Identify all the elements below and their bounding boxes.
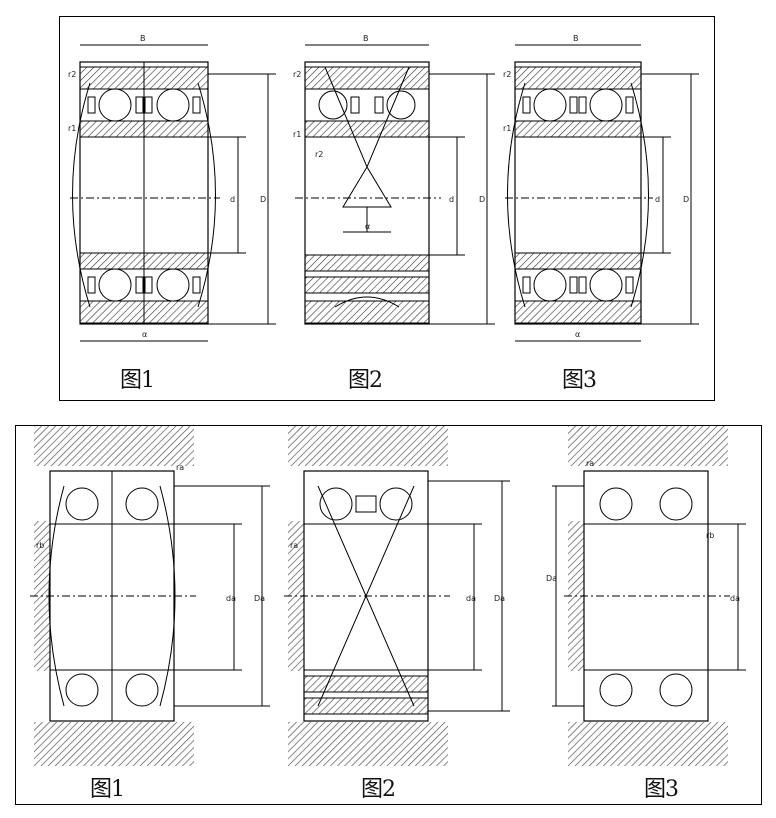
svg-text:ra: ra xyxy=(290,541,298,550)
svg-text:ra: ra xyxy=(586,459,594,468)
top-fig3-bearing: B r2 r1 α D d xyxy=(503,34,699,342)
bottom-fig3-mounting: ra rb Da da xyxy=(546,426,746,766)
svg-text:α: α xyxy=(575,330,580,339)
svg-text:r2: r2 xyxy=(68,70,76,79)
top-fig1-bearing: B r2 r1 α D d xyxy=(68,34,276,342)
svg-text:r2: r2 xyxy=(293,70,301,79)
svg-text:D: D xyxy=(479,195,485,204)
svg-text:Da: Da xyxy=(254,594,265,603)
bottom-fig1-mounting: ra rb da Da xyxy=(30,426,270,766)
svg-text:α: α xyxy=(142,330,147,339)
svg-text:r1: r1 xyxy=(68,124,76,133)
svg-text:da: da xyxy=(466,594,476,603)
bottom-fig2-mounting: ra da Da xyxy=(284,426,510,766)
svg-text:Da: Da xyxy=(494,594,505,603)
svg-text:B: B xyxy=(363,34,369,43)
top-drawing-panel: B r2 r1 α D d xyxy=(59,16,715,401)
bottom-fig3-caption: 图3 xyxy=(644,777,679,802)
top-fig2-bearing: B r2 r1 r2 α D d xyxy=(293,34,495,325)
svg-text:Da: Da xyxy=(546,574,557,583)
svg-text:D: D xyxy=(260,195,266,204)
svg-text:r2: r2 xyxy=(315,150,323,159)
top-fig3-caption: 图3 xyxy=(562,368,597,393)
svg-text:d: d xyxy=(655,195,660,204)
bottom-fig2-caption: 图2 xyxy=(361,777,396,802)
bottom-mounting-drawings: ra rb da Da ra xyxy=(30,426,746,766)
top-fig2-caption: 图2 xyxy=(348,368,383,393)
bottom-drawing-panel: ra rb da Da ra xyxy=(15,425,762,805)
svg-text:r1: r1 xyxy=(293,130,301,139)
svg-text:α: α xyxy=(365,222,370,231)
svg-text:r2: r2 xyxy=(503,70,511,79)
svg-text:rb: rb xyxy=(706,531,714,540)
top-fig1-caption: 图1 xyxy=(120,368,155,393)
svg-text:r1: r1 xyxy=(503,124,511,133)
svg-text:da: da xyxy=(226,594,236,603)
svg-text:B: B xyxy=(140,34,146,43)
svg-text:d: d xyxy=(449,195,454,204)
svg-text:d: d xyxy=(230,195,235,204)
svg-text:da: da xyxy=(730,594,740,603)
svg-text:ra: ra xyxy=(176,463,184,472)
svg-text:rb: rb xyxy=(36,541,44,550)
bottom-fig1-caption: 图1 xyxy=(90,777,125,802)
svg-text:D: D xyxy=(683,195,689,204)
top-bearing-drawings: B r2 r1 α D d xyxy=(68,34,699,342)
svg-text:B: B xyxy=(573,34,579,43)
